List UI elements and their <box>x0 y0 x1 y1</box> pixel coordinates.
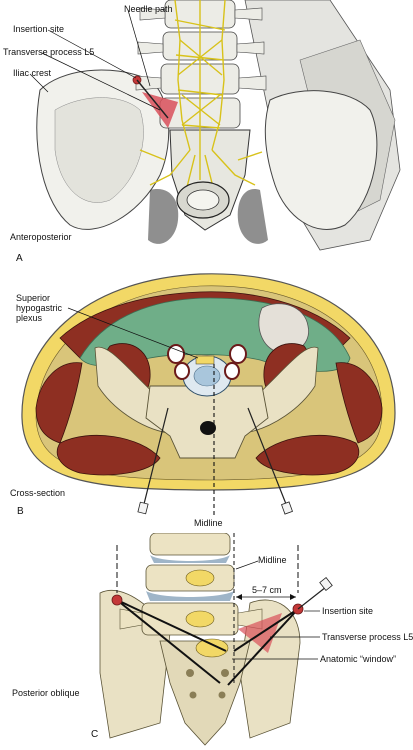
label-transverse-process: Transverse process L5 <box>3 47 95 57</box>
label-distance: 5–7 cm <box>252 585 282 595</box>
spinal-canal <box>200 421 216 435</box>
obturator-left <box>148 189 179 244</box>
panel-letter-c: C <box>91 729 99 740</box>
panel-letter-a: A <box>16 253 23 264</box>
label-needle-path: Needle path <box>124 4 173 14</box>
label-plexus-3: plexus <box>16 313 43 323</box>
gluteal-muscle-right <box>255 434 360 476</box>
cross-section-illustration <box>21 273 396 516</box>
label-iliac-crest: Iliac crest <box>13 68 52 78</box>
label-anatomic-window: Anatomic “window” <box>320 654 397 664</box>
needles-cross-section <box>137 407 293 515</box>
hypogastric-nerve-network <box>139 0 263 196</box>
label-view-anteroposterior: Anteroposterior <box>10 232 72 242</box>
lateral-muscle-right <box>335 362 383 444</box>
distance-arrow <box>236 594 296 600</box>
panel-anteroposterior: Needle path Insertion site Transverse pr… <box>0 0 413 268</box>
label-transverse-process-c: Transverse process L5 <box>322 632 413 642</box>
label-midline-c: Midline <box>258 555 287 565</box>
needle-paths-posterior <box>116 599 299 686</box>
label-plexus-2: hypogastric <box>16 303 63 313</box>
insertion-point-left <box>111 594 123 606</box>
needle-hub-posterior <box>297 577 333 610</box>
label-midline-b: Midline <box>194 518 223 528</box>
needle-line <box>136 79 169 119</box>
panel-letter-b: B <box>17 506 24 517</box>
label-insertion-site-c: Insertion site <box>322 606 374 616</box>
leader-lines <box>29 9 161 111</box>
right-ilium <box>264 90 378 230</box>
gluteal-muscle-left <box>56 434 161 476</box>
leader-lines-c <box>232 560 320 660</box>
panel-cross-section: Superior hypogastric plexus Cross-sectio… <box>0 268 413 533</box>
plexus-marker <box>195 355 215 365</box>
posterior-oblique-illustration <box>99 533 333 746</box>
label-insertion-site: Insertion site <box>13 24 65 34</box>
anteroposterior-illustration <box>0 0 413 268</box>
label-plexus-1: Superior <box>16 293 51 303</box>
panel-posterior-oblique: Midline 5–7 cm Insertion site Transverse… <box>0 533 413 750</box>
leader-plexus <box>67 307 199 359</box>
label-view-posterior-oblique: Posterior oblique <box>12 688 80 698</box>
iliac-vessels <box>167 344 247 380</box>
lumbar-spine-posterior <box>119 533 263 746</box>
vertical-guides <box>116 533 299 683</box>
lateral-muscle-left <box>35 362 83 444</box>
label-view-cross-section: Cross-section <box>10 488 66 498</box>
obturator-right <box>237 189 268 244</box>
